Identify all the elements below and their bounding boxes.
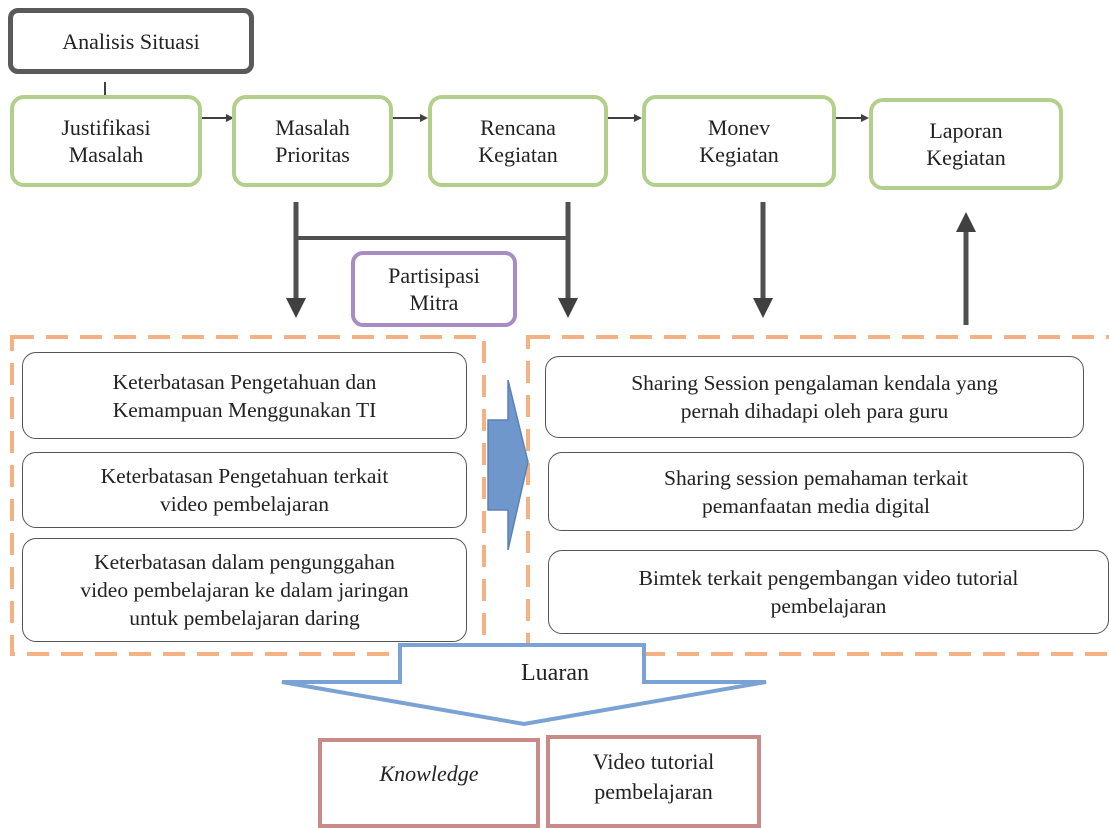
problem-item-2: Keterbatasan Pengetahuan terkait video p… bbox=[22, 452, 467, 528]
output-video-tutorial-box: Video tutorial pembelajaran bbox=[546, 735, 761, 828]
solution-item-3: Bimtek terkait pengembangan video tutori… bbox=[548, 550, 1109, 634]
step-laporan-kegiatan: Laporan Kegiatan bbox=[869, 98, 1063, 190]
problems-dashed-group bbox=[10, 335, 486, 656]
step-justifikasi-masalah: Justifikasi Masalah bbox=[10, 95, 202, 187]
block-arrow-right bbox=[487, 379, 529, 551]
partisipasi-mitra-box: Partisipasi Mitra bbox=[351, 251, 517, 327]
step-rencana-kegiatan: Rencana Kegiatan bbox=[428, 95, 608, 187]
luaran-label: Luaran bbox=[521, 660, 589, 686]
problem-item-3: Keterbatasan dalam pengunggahan video pe… bbox=[22, 538, 467, 642]
problem-item-1: Keterbatasan Pengetahuan dan Kemampuan M… bbox=[22, 352, 467, 439]
luaran-block-arrow bbox=[281, 643, 767, 727]
analisis-situasi-box: Analisis Situasi bbox=[8, 8, 254, 74]
solutions-dashed-group bbox=[526, 335, 1109, 656]
solution-item-2: Sharing session pemahaman terkait pemanf… bbox=[548, 452, 1084, 531]
step-monev-kegiatan: Monev Kegiatan bbox=[642, 95, 836, 187]
solution-item-1: Sharing Session pengalaman kendala yang … bbox=[545, 356, 1084, 438]
step-masalah-prioritas: Masalah Prioritas bbox=[232, 95, 393, 187]
output-knowledge-box: Knowledge bbox=[318, 738, 540, 828]
